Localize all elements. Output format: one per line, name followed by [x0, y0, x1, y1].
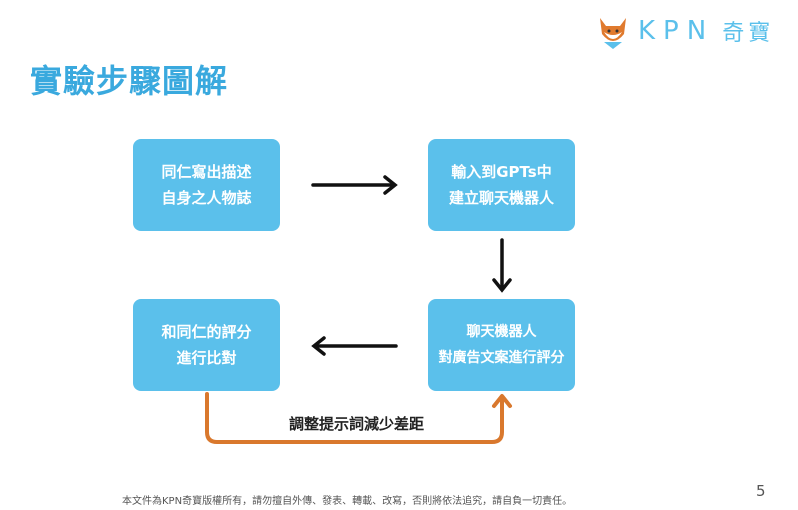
kpn-logo: KPN 奇寶	[596, 12, 774, 50]
copyright-footer: 本文件為KPN奇寶版權所有，請勿擅自外傳、發表、轉載、改寫，否則將依法追究，請自…	[122, 496, 573, 507]
page-title: 實驗步驟圖解	[30, 62, 229, 100]
arrow-left	[311, 336, 398, 356]
feedback-label: 調整提示詞減少差距	[289, 415, 425, 433]
feedback-arrow	[205, 392, 512, 444]
step-box-write-persona: 同仁寫出描述 自身之人物誌	[133, 139, 280, 231]
arrow-right	[311, 175, 398, 195]
arrow-down	[492, 238, 512, 293]
step-box-compare: 和同仁的評分 進行比對	[133, 299, 280, 391]
page-number: 5	[756, 482, 766, 500]
step-box-build-chatbot: 輸入到GPTs中 建立聊天機器人	[428, 139, 575, 231]
step-box-chatbot-score: 聊天機器人 對廣告文案進行評分	[428, 299, 575, 391]
shiba-dog-icon	[600, 18, 626, 49]
